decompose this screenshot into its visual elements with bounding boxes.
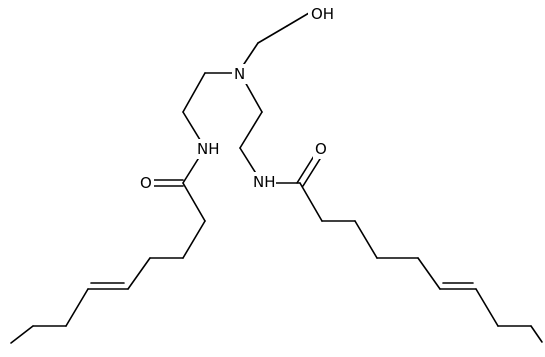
bond bbox=[182, 72, 206, 113]
hydroxyl-label: OH bbox=[311, 5, 334, 23]
bond bbox=[65, 288, 89, 327]
amide-nh-right-label: NH bbox=[253, 173, 276, 191]
bond bbox=[475, 288, 499, 327]
bond bbox=[286, 12, 310, 27]
carbonyl-oxygen-right-label: O bbox=[315, 140, 327, 158]
atom-labels: OH N NH NH O O bbox=[138, 4, 334, 193]
bond bbox=[10, 325, 34, 344]
bond bbox=[354, 220, 378, 259]
bond bbox=[530, 325, 543, 343]
bond bbox=[182, 182, 206, 222]
bond bbox=[127, 257, 151, 290]
bond bbox=[257, 25, 288, 44]
amine-nitrogen-label: N bbox=[234, 65, 245, 83]
bond bbox=[299, 182, 323, 222]
bond-lines bbox=[10, 12, 543, 344]
bond bbox=[182, 220, 206, 259]
bond bbox=[417, 257, 441, 290]
bond bbox=[239, 111, 263, 149]
carbonyl-oxygen-left-label: O bbox=[140, 174, 152, 192]
amide-nh-left-label: NH bbox=[197, 140, 220, 158]
